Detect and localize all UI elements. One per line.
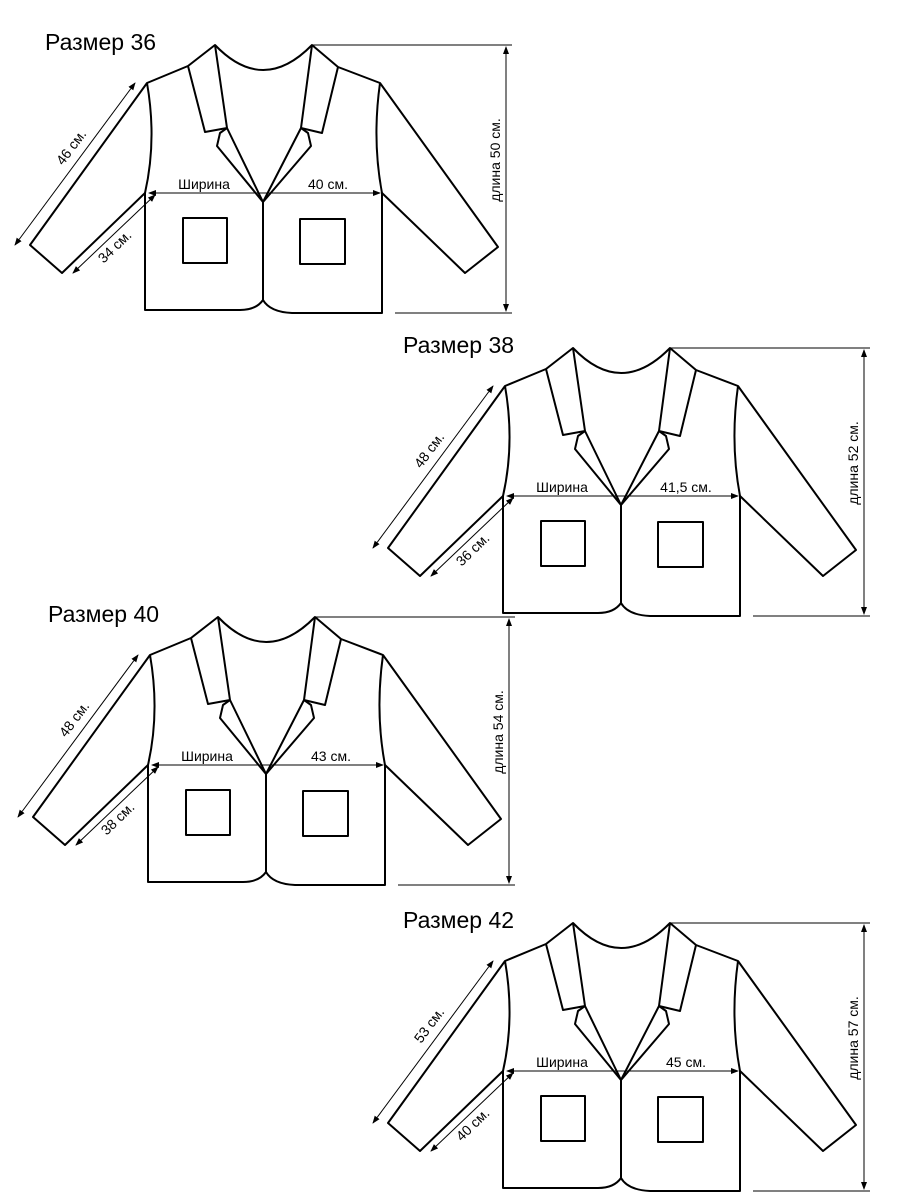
jacket-body [144,44,383,314]
right-lapel [620,430,670,506]
length-label: длина 57 см. [845,996,861,1080]
right-lapel [620,1005,670,1081]
left-collar [545,347,586,436]
left-collar [187,44,228,133]
sleeve-length-arrow [14,82,136,246]
size-title: Размер 40 [48,601,159,627]
right-pocket [299,218,346,265]
left-collar [545,922,586,1011]
sleeve-length-arrow [372,385,494,549]
width-label: Ширина [178,176,230,192]
length-label: длина 52 см. [845,421,861,505]
left-lapel [574,430,622,506]
right-sleeve [379,82,499,274]
left-sleeve [387,960,506,1152]
left-pocket [540,1095,586,1142]
left-collar [190,616,231,705]
right-collar [300,44,339,134]
left-pocket [540,520,586,567]
jacket-body [502,922,741,1192]
jacket-body [147,616,386,886]
width-label: Ширина [181,748,233,764]
sleeve-inner-arrow [430,497,514,577]
right-collar [658,347,697,437]
size-title: Размер 36 [45,29,156,55]
right-collar [303,616,342,706]
sleeve-length-label: 53 см. [411,1004,448,1046]
size-title: Размер 38 [403,332,514,358]
sleeve-inner-arrow [75,766,159,846]
left-sleeve [29,82,148,274]
jacket-body [502,347,741,617]
sleeve-inner-arrow [430,1072,514,1152]
length-label: длина 54 см. [490,690,506,774]
width-value: 40 см. [308,176,348,192]
width-label: Ширина [536,1054,588,1070]
right-lapel [262,127,312,203]
width-value: 43 см. [311,748,351,764]
right-sleeve [737,385,857,577]
right-collar [658,922,697,1012]
size-title: Размер 42 [403,907,514,933]
width-value: 41,5 см. [660,479,712,495]
left-sleeve [32,654,151,846]
sleeve-length-arrow [372,960,494,1124]
sleeve-length-label: 48 см. [56,698,93,740]
right-sleeve [737,960,857,1152]
sleeve-length-label: 48 см. [411,429,448,471]
jacket-size-1: Размер 38 Ширина 41,5 см. длина 52 см. 48 см… [372,332,870,617]
sleeve-length-arrow [17,654,139,818]
length-label: длина 50 см. [487,118,503,202]
left-pocket [185,789,231,836]
right-pocket [302,790,349,837]
left-lapel [219,699,267,775]
width-value: 45 см. [666,1054,706,1070]
right-sleeve [382,654,502,846]
left-sleeve [387,385,506,577]
right-pocket [657,521,704,568]
left-pocket [182,217,228,264]
left-lapel [574,1005,622,1081]
left-lapel [216,127,264,203]
width-label: Ширина [536,479,588,495]
right-lapel [265,699,315,775]
sleeve-length-label: 46 см. [53,126,90,168]
right-pocket [657,1096,704,1143]
sleeve-inner-arrow [72,194,156,274]
